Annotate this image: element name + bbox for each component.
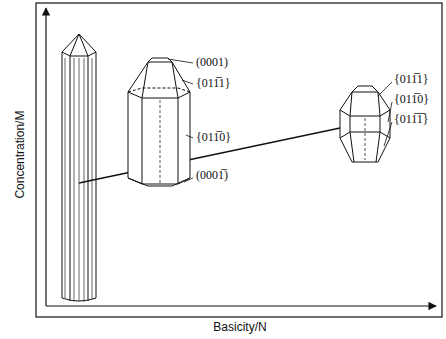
needle-crystal <box>62 34 96 302</box>
trend-line <box>79 120 378 183</box>
miller-index: {011̅1} <box>394 73 429 86</box>
x-axis <box>46 305 436 306</box>
axis-title: Basicity/N <box>213 321 266 334</box>
axis-title: Concentration/M <box>14 111 27 199</box>
bipyramid-crystal <box>340 86 390 162</box>
plot-frame <box>36 3 442 317</box>
miller-index: {011̅0} <box>394 93 429 106</box>
y-axis <box>45 8 46 306</box>
miller-index: (0001̅) <box>196 169 228 182</box>
miller-index: {011̅1̅} <box>394 113 429 126</box>
miller-index: {011̅0} <box>196 131 231 144</box>
miller-index: {011̅1} <box>196 77 231 90</box>
miller-index: (0001) <box>196 56 228 69</box>
leader-lines <box>168 59 392 182</box>
prismatic-crystal <box>128 58 190 186</box>
